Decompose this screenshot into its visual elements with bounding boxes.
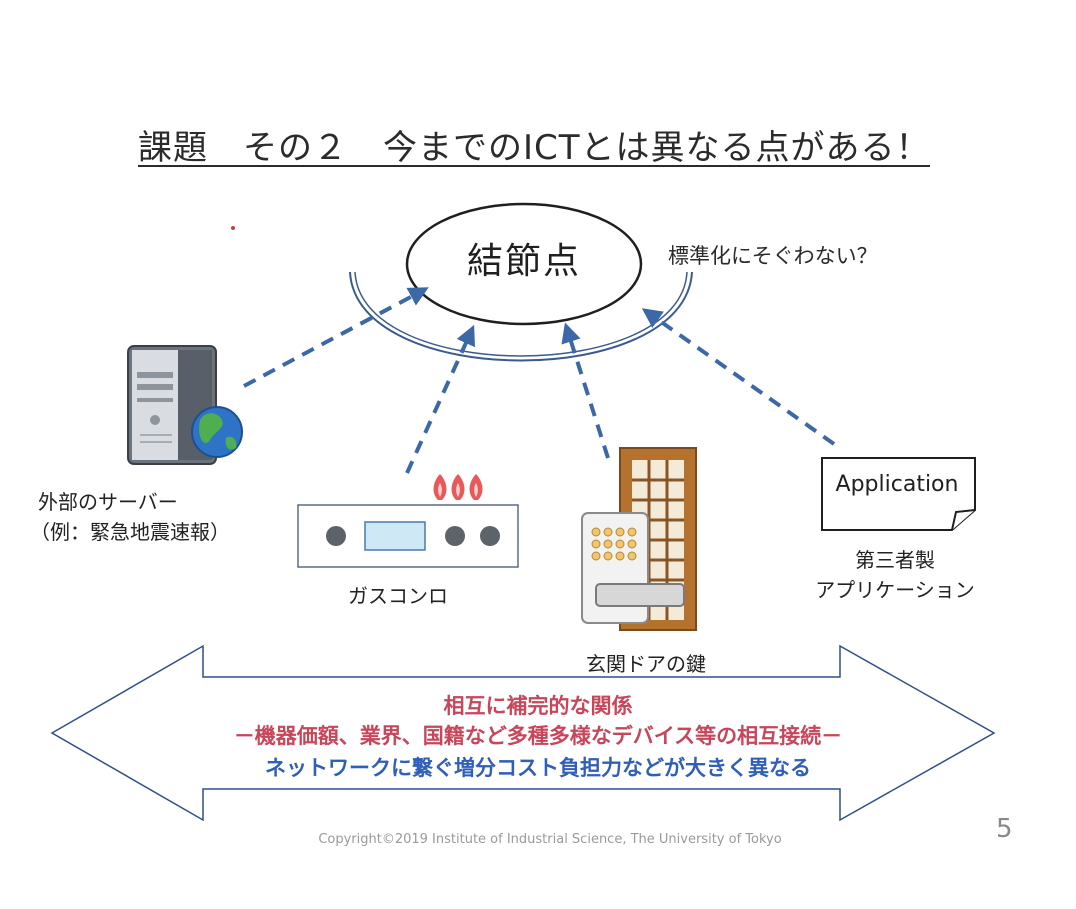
document-icon [821,457,976,531]
hub-ellipse [405,202,643,326]
hub-ring-inner [354,271,688,357]
arrow-server [243,287,429,388]
arrow-app [641,308,836,446]
application-doc-label: Application [835,472,959,497]
banner-line-3: ネットワークに繋ぐ増分コスト負担力などが大きく異なる [265,756,811,780]
stray-dot [231,226,235,230]
page-title: 課題 その２ 今までのICTとは異なる点がある！ [138,128,931,168]
copyright-text: Copyright©2019 Institute of Industrial S… [318,832,782,847]
door-label: 玄関ドアの鍵 [586,652,706,676]
stove-label: ガスコンロ [348,584,448,608]
banner-arrow [50,644,996,822]
app-label: アプリケーション [815,578,975,602]
banner-line-2: －機器価額、業界、国籍など多種多様なデバイス等の相互接続－ [233,724,843,748]
keypad-lock-icon [581,512,685,624]
arrow-door [561,322,610,459]
banner-line-1: 相互に補完的な関係 [443,694,633,718]
page-number: 5 [996,814,1013,844]
hub-ring-outer [349,271,693,362]
flame-icon [433,474,483,500]
hub-note: 標準化にそぐわない？ [668,244,878,268]
gas-stove-icon [297,474,519,568]
hub-label: 結節点 [466,241,581,282]
server-example-label: （例：緊急地震速報） [30,520,230,544]
arrow-stove [405,324,475,474]
server-label: 外部のサーバー [38,490,178,514]
globe-icon [191,406,243,458]
app-maker-label: 第三者製 [855,548,935,572]
